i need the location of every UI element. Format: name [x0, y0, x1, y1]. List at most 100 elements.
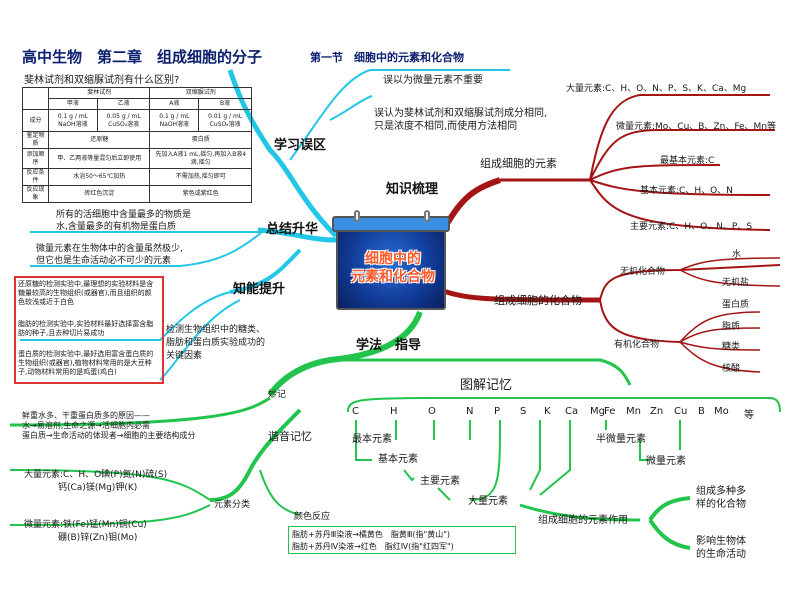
line-major: [589, 94, 770, 181]
cell-c3: 0.1 g / mL NaOH溶液: [149, 109, 200, 132]
sym-n: N: [466, 406, 474, 417]
compound-salt: 无机盐: [722, 278, 750, 288]
el-major: 大量元素:C、H、O、N、P、S、K、Ca、Mg: [566, 84, 747, 94]
mistake-2-line2: 只是浓度不相同,而使用方法相同: [374, 121, 518, 132]
diag-half-trace: 半微量元素: [596, 434, 646, 445]
row-label-comp: 成分: [22, 109, 49, 132]
center-calendar-image: 细胞中的 元素和化合物: [332, 210, 450, 310]
major-mem-1: 大量元素:C、H、O碘(P)氮(N)硫(S): [24, 470, 168, 480]
major-mem-2: 钙(Ca)镁(Mg)钾(K): [58, 483, 138, 493]
branch-ability: [229, 248, 302, 294]
diag-trace: 微量元素: [646, 456, 686, 467]
color-line1: 脂肪+苏丹Ⅲ染液→橘黄色 脂黄Ⅲ(指"黄山"): [292, 530, 451, 539]
cell-c4: 0.01 g / mL CuSO₄溶液: [198, 109, 252, 132]
memory-line2: 水→易溶剂,生命之源→活细胞内必需: [22, 421, 150, 430]
label-knowledge: 知识梳理: [386, 182, 439, 197]
compound-protein: 蛋白质: [722, 300, 750, 310]
sym-mo: Mo: [714, 406, 729, 417]
cell-o2: 蛋白质: [149, 131, 252, 149]
label-inorganic: 无机化合物: [620, 267, 666, 277]
th-yi: 乙液: [96, 98, 151, 110]
branch-compounds: [439, 287, 601, 303]
mistake-2-line1: 误认为斐林试剂和双缩脲试剂成分相同,: [374, 108, 548, 119]
label-memory: 妙记: [268, 390, 287, 400]
th-b: B液: [198, 98, 252, 110]
branch-diagram: [330, 358, 632, 386]
sym-h: H: [390, 406, 398, 417]
diagram-title: 图解记忆: [460, 378, 513, 393]
branch-method: [267, 310, 423, 397]
sym-s: S: [520, 406, 527, 417]
compound-water: 水: [732, 250, 742, 260]
memory-line1: 鲜重水多、干重蛋白质多的原因——: [22, 411, 150, 420]
diag-role1-line2: 样的化合物: [696, 499, 746, 510]
cell-c2: 0.05 g / mL CuSO₄溶液: [96, 109, 151, 132]
color-line2: 脂肪+苏丹Ⅳ染液→红色 脂红Ⅳ(指"红四军"): [292, 542, 454, 551]
summary-2-line1: 微量元素在生物体中的含量虽然极少,: [36, 244, 183, 254]
line-main: [589, 179, 771, 231]
sym-ca: Ca: [565, 406, 579, 417]
branch-ability-2: [159, 299, 241, 381]
label-classify: 元素分类: [214, 500, 251, 510]
summary-1-line1: 所有的活细胞中含量最多的物质是: [56, 210, 192, 220]
branch-ability-1: [20, 291, 231, 341]
mistake-1: 误以为微量元素不重要: [383, 75, 483, 86]
sym-etc: 等: [744, 410, 754, 421]
diag-role2-line2: 的生命活动: [696, 549, 746, 560]
memory-line3: 蛋白质→生命活动的体现者→细胞的主要结构成分: [22, 431, 196, 440]
label-method: 学法 指导: [356, 338, 422, 353]
sym-b: B: [698, 406, 705, 417]
section-title: 第一节 细胞中的元素和化合物: [310, 51, 464, 64]
sym-k: K: [544, 406, 551, 417]
cell-o1: 还原糖: [47, 131, 151, 149]
label-ability: 知能提升: [233, 282, 286, 297]
branch-summary-2: [30, 231, 263, 267]
compound-sugar: 糖类: [722, 342, 741, 352]
line-major-mem: [9, 469, 211, 501]
diag-role1-line1: 组成多种多: [696, 486, 746, 497]
diag-basic: 基本元素: [378, 454, 418, 465]
diag-role2-line1: 影响生物体: [696, 536, 746, 547]
branch-summary: [257, 227, 337, 243]
trace-mem-2: 硼(B)锌(Zn)钼(Mo): [58, 533, 138, 543]
sym-mn: Mn: [626, 406, 641, 417]
diag-main: 主要元素: [420, 476, 460, 487]
el-trace: 微量元素:Mo、Cu、B、Zn、Fe、Mn等: [616, 122, 777, 132]
ability-2: 脂肪的检测实验中,实验材料最好选择富含脂肪的种子,且去种切片易成功: [18, 320, 154, 337]
branch-mistake-2: [329, 95, 373, 121]
cell-ph2: 紫色或紫红色: [149, 185, 252, 203]
branch-mistake-1: [289, 69, 510, 161]
el-main: 主要元素:C、H、O、N、P、S: [630, 222, 753, 232]
mistake-question: 斐林试剂和双缩脲试剂有什么区别?: [24, 75, 180, 86]
cell-cond2: 不需加热,摇匀即可: [149, 168, 252, 186]
branch-homophone: [209, 408, 302, 502]
color-box: [288, 526, 516, 554]
line-inorganic: [599, 264, 781, 301]
ability-4: 检测生物组织中的糖类、脂肪和蛋白质实验成功的关键因素: [166, 325, 266, 361]
sym-mg: Mg: [590, 406, 605, 417]
label-organic: 有机化合物: [614, 340, 660, 350]
center-title-line1: 细胞中的: [365, 251, 421, 267]
el-most-basic: 最基本元素:C: [660, 156, 715, 166]
cell-ph1: 砖红色沉淀: [47, 185, 151, 203]
diag-most: 最本元素: [352, 434, 392, 445]
line-most-basic: [589, 164, 721, 181]
sym-p: P: [494, 406, 501, 417]
sym-zn: Zn: [650, 406, 664, 417]
th-biuret: 双缩脲试剂: [149, 87, 252, 99]
line-basic: [589, 179, 771, 196]
line-organic: [599, 299, 681, 343]
label-elements: 组成细胞的元素: [480, 157, 557, 170]
label-mistakes: 学习误区: [274, 138, 327, 153]
th-a: A液: [149, 98, 200, 110]
compound-lipid: 脂质: [722, 322, 741, 332]
sym-cu: Cu: [674, 406, 688, 417]
ability-3: 蛋白质的检测实验中,最好选用富含蛋白质的生物组织(或器官),植物材料常用的是大豆…: [18, 350, 154, 376]
th-jia: 甲液: [48, 98, 98, 110]
compound-nucleic: 核酸: [722, 364, 741, 374]
trace-mem-1: 微量元素:铁(Fe)锰(Mn)铜(Cu): [24, 520, 147, 530]
th-fehling: 斐林试剂: [47, 87, 151, 99]
cell-order1: 甲、乙两液等量混匀后立即使用: [47, 148, 151, 169]
line-color: [259, 469, 301, 516]
sym-fe: Fe: [604, 406, 616, 417]
